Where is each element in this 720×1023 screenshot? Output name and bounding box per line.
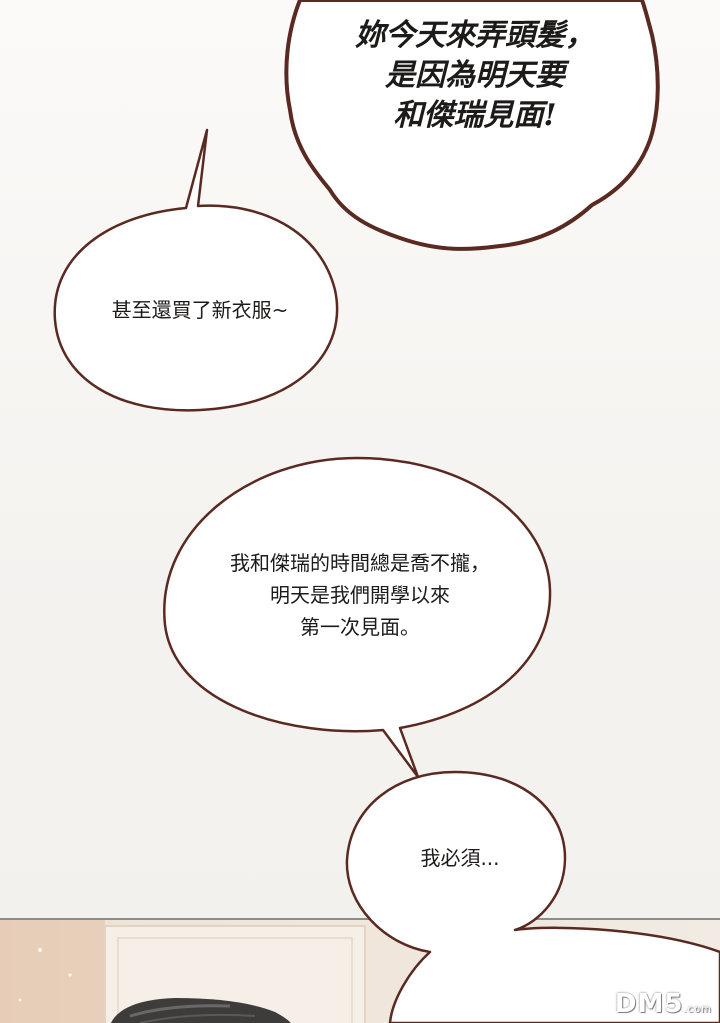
site-watermark: DM5.com (615, 989, 712, 1019)
bubble-fourth-text: 我必須... (420, 846, 500, 870)
warm-light-area (0, 920, 105, 1023)
bubble-third (163, 456, 552, 779)
bubble-top-line-1: 妳今天來弄頭髮， (355, 18, 595, 53)
watermark-suffix: .com (683, 1004, 712, 1015)
watermark-main: DM5 (614, 989, 684, 1019)
bubble-second-text: 甚至還買了新衣服~ (111, 298, 289, 322)
bubble-top-cloud (284, 0, 660, 251)
bubble-third-line-3: 第一次見面。 (300, 615, 420, 639)
bubble-top-line-3: 和傑瑞見面! (393, 98, 557, 133)
bubble-second (53, 128, 339, 412)
bubble-third-line-2: 明天是我們開學以來 (270, 583, 450, 607)
hair-shape (111, 998, 291, 1023)
bubble-third-line-1: 我和傑瑞的時間總是喬不攏， (230, 551, 490, 575)
bubble-top-line-2: 是因為明天要 (385, 58, 565, 93)
bubble-fourth (345, 770, 720, 1023)
